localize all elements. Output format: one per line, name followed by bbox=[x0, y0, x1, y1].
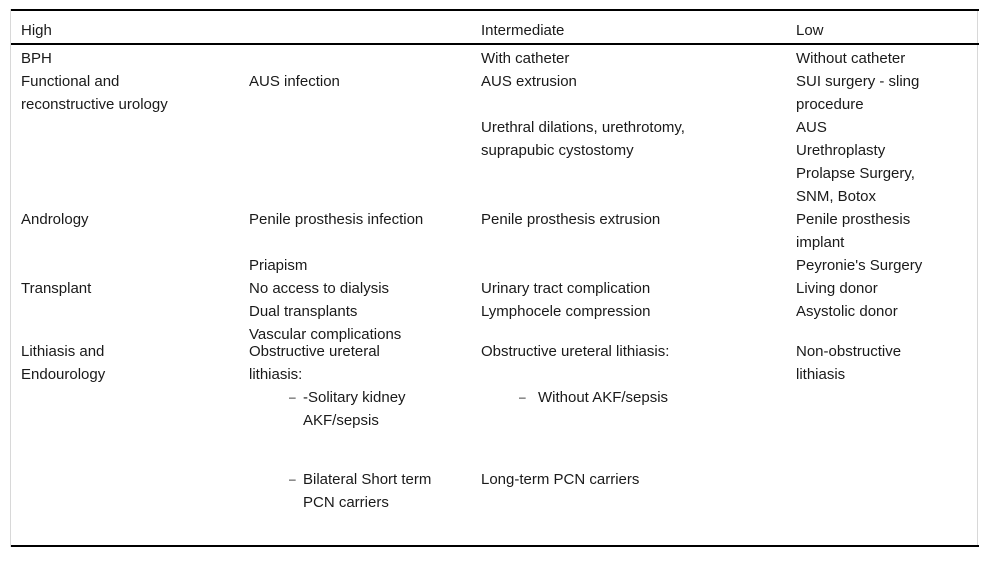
dash-bullet-icon: – bbox=[519, 390, 526, 404]
cell-intermediate-lithiasis-long-term-pcn: Long-term PCN carriers bbox=[481, 471, 640, 488]
row-category-transplant: Transplant bbox=[21, 280, 92, 297]
cell-intermediate-bph-functional-b: Urethral dilations, urethrotomy, suprapu… bbox=[481, 119, 685, 159]
cell-high-detail-transplant: No access to dialysis Dual transplants V… bbox=[249, 280, 402, 343]
table-header-rule bbox=[11, 43, 979, 45]
row-category-andrology: Andrology bbox=[21, 211, 89, 228]
cell-high-detail-andrology-b: Priapism bbox=[249, 257, 308, 274]
cell-intermediate-andrology: Penile prosthesis extrusion bbox=[481, 211, 661, 228]
cell-low-lithiasis: Non-obstructive lithiasis bbox=[796, 343, 902, 383]
column-header-low: Low bbox=[796, 22, 824, 39]
intermediate-bullet-without-akf-label: Without AKF/sepsis bbox=[538, 389, 669, 406]
dash-bullet-icon: – bbox=[289, 390, 296, 404]
cell-low-transplant: Living donor Asystolic donor bbox=[796, 280, 898, 320]
cell-low-bph-functional: Without catheter SUI surgery - sling pro… bbox=[796, 50, 920, 205]
cell-intermediate-lithiasis-heading: Obstructive ureteral lithiasis: bbox=[481, 343, 670, 360]
column-header-high: High bbox=[21, 22, 52, 39]
dash-bullet-icon: – bbox=[289, 472, 296, 486]
cell-low-andrology: Penile prosthesis implant Peyronie's Sur… bbox=[796, 211, 923, 274]
intermediate-bullet-without-akf: – Without AKF/sepsis bbox=[519, 386, 779, 409]
cell-high-detail-andrology-a: Penile prosthesis infection bbox=[249, 211, 424, 228]
cell-high-detail-bph-functional: AUS infection bbox=[249, 73, 340, 90]
risk-stratification-table: High Intermediate Low BPH Functional and… bbox=[10, 9, 979, 547]
row-category-bph-functional: BPH Functional and reconstructive urolog… bbox=[21, 50, 168, 113]
row-category-lithiasis-endourology: Lithiasis and Endourology bbox=[21, 343, 106, 383]
high-detail-bullet-bilateral-pcn-label: Bilateral Short term PCN carriers bbox=[303, 471, 432, 511]
high-detail-bullet-bilateral-pcn: – Bilateral Short term PCN carriers bbox=[289, 468, 479, 514]
table-bottom-rule bbox=[11, 545, 979, 547]
table-top-rule bbox=[11, 9, 979, 11]
column-header-intermediate: Intermediate bbox=[481, 22, 565, 39]
high-detail-bullet-solitary-kidney: – -Solitary kidney AKF/sepsis bbox=[289, 386, 479, 432]
cell-intermediate-bph-functional-a: With catheter AUS extrusion bbox=[481, 50, 577, 90]
high-detail-bullet-solitary-kidney-label: -Solitary kidney AKF/sepsis bbox=[303, 389, 406, 429]
cell-intermediate-transplant: Urinary tract complication Lymphocele co… bbox=[481, 280, 651, 320]
cell-high-detail-lithiasis-heading: Obstructive ureteral lithiasis: bbox=[249, 343, 380, 383]
